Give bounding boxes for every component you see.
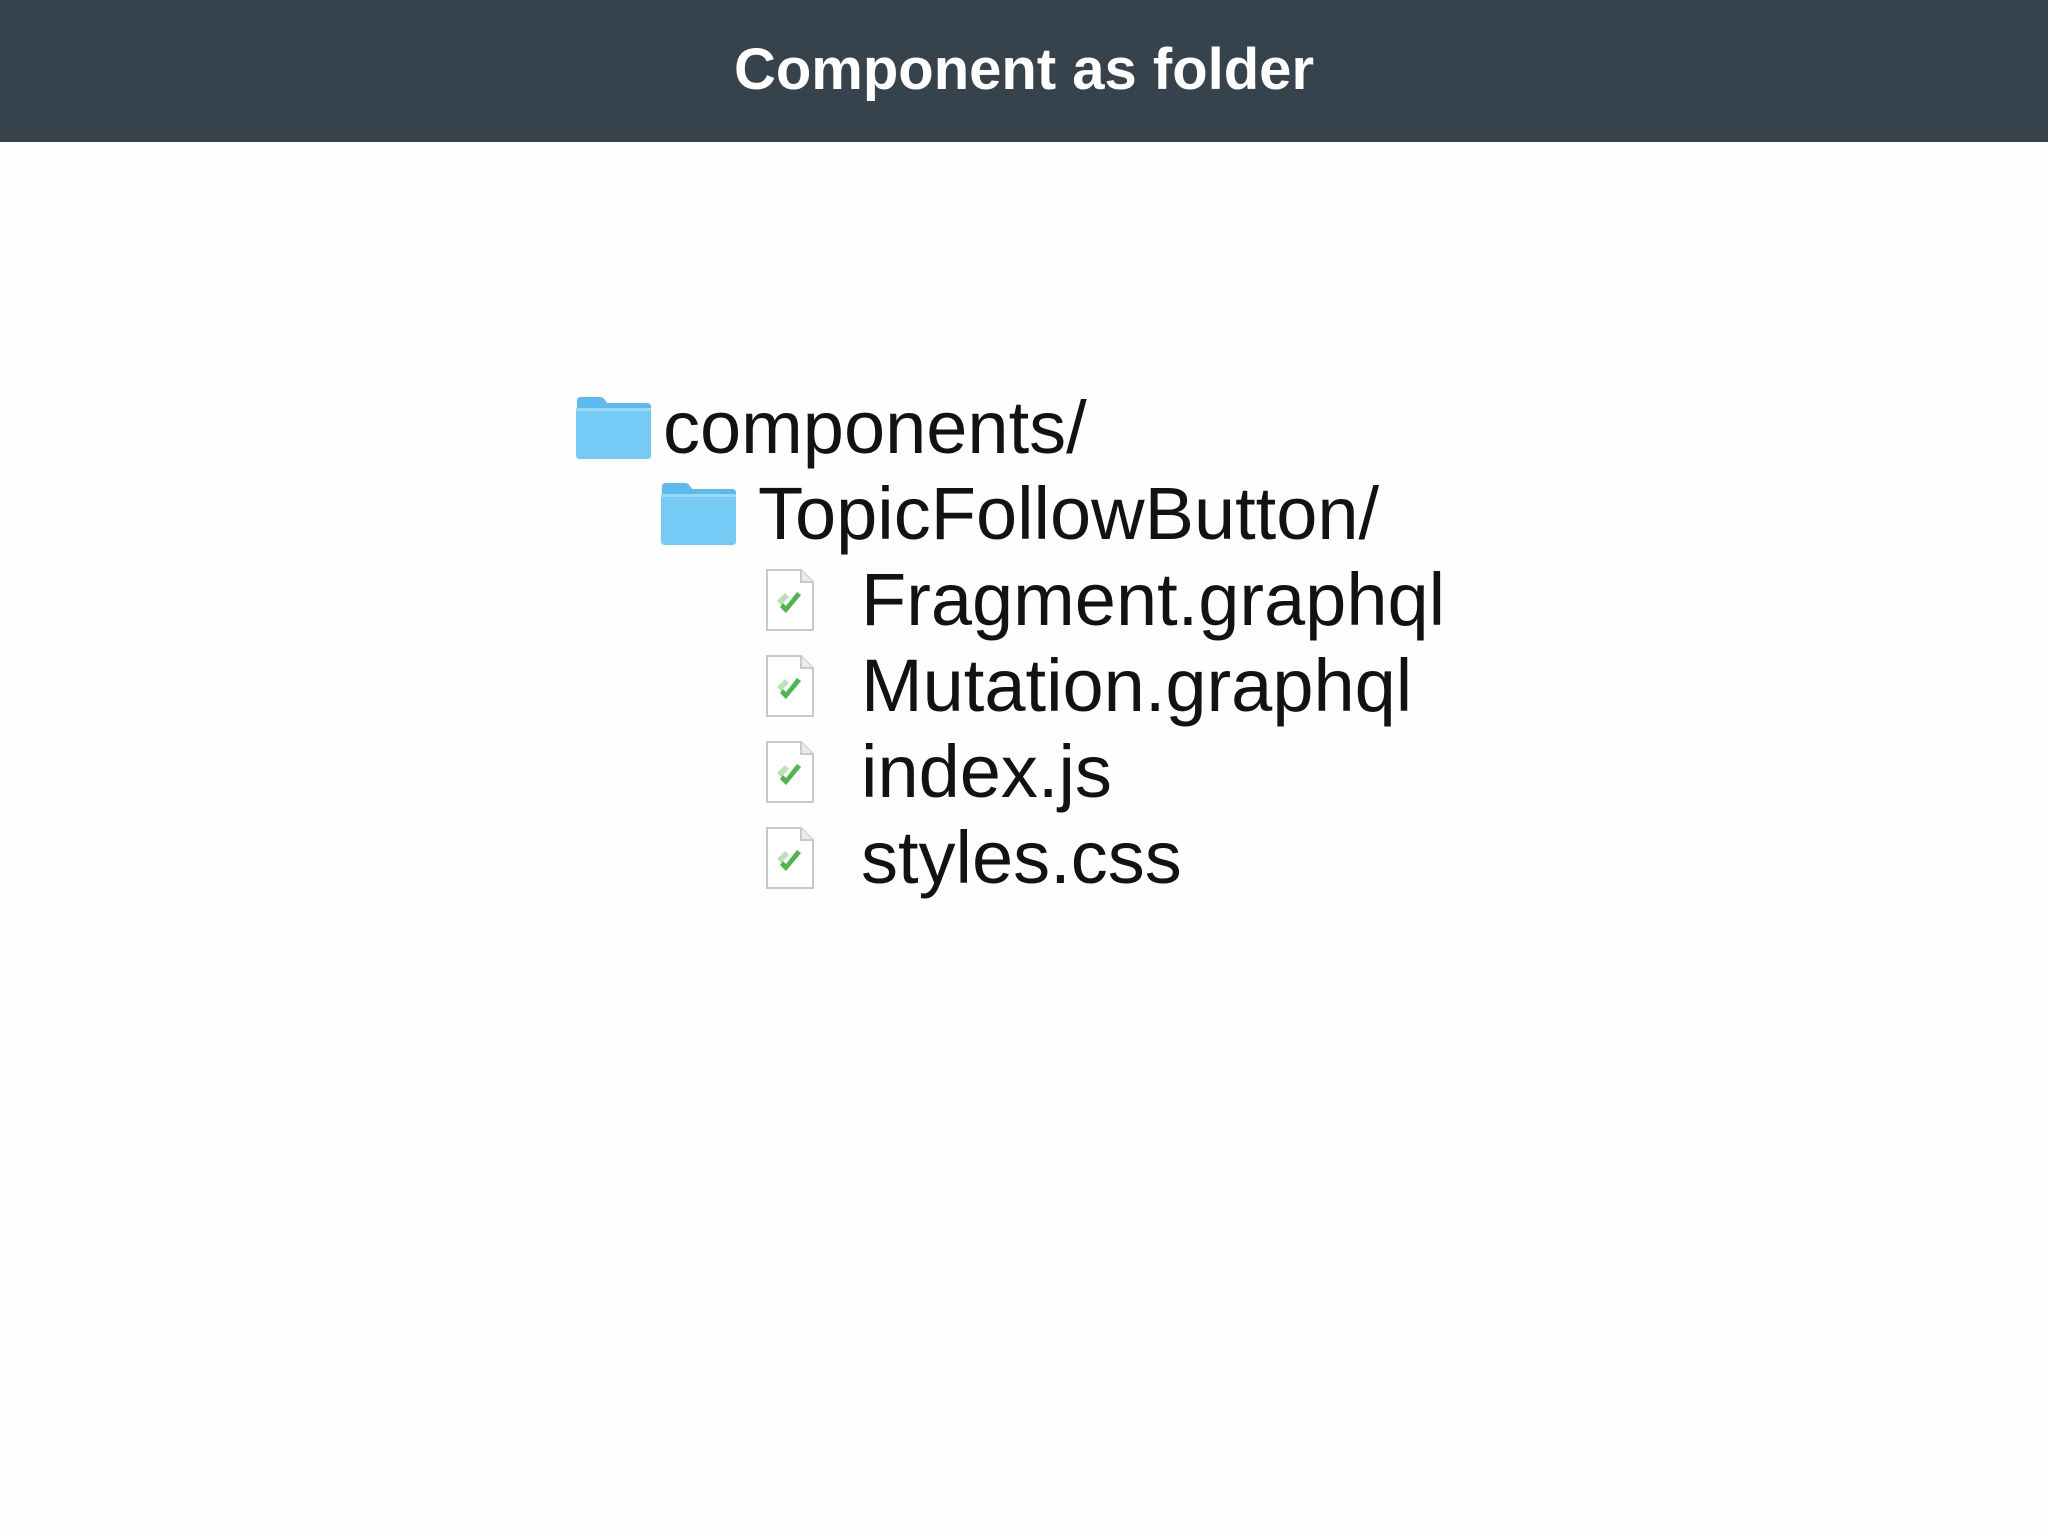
file-icon [765, 569, 815, 631]
tree-item-label: Mutation.graphql [861, 644, 1413, 727]
page-title: Component as folder [733, 37, 1315, 102]
tree-item-mutation-graphql[interactable]: Mutation.graphql [765, 643, 1412, 729]
tree-item-label: TopicFollowButton/ [758, 472, 1380, 555]
tree-item-fragment-graphql[interactable]: Fragment.graphql [765, 557, 1445, 643]
folder-icon [661, 483, 736, 545]
folder-icon [576, 397, 651, 459]
tree-item-index-js[interactable]: index.js [765, 729, 1112, 815]
tree-item-label: index.js [861, 730, 1112, 813]
tree-item-label: Fragment.graphql [861, 558, 1446, 641]
file-icon [765, 655, 815, 717]
file-icon [765, 827, 815, 889]
tree-item-topicfollowbutton[interactable]: TopicFollowButton/ [661, 471, 1379, 557]
title-bar: Component as folder [0, 0, 2048, 142]
file-icon [765, 741, 815, 803]
tree-item-components[interactable]: components/ [576, 385, 1087, 471]
tree-item-label: styles.css [861, 816, 1182, 899]
tree-item-label: components/ [663, 386, 1087, 469]
tree-item-styles-css[interactable]: styles.css [765, 815, 1182, 901]
